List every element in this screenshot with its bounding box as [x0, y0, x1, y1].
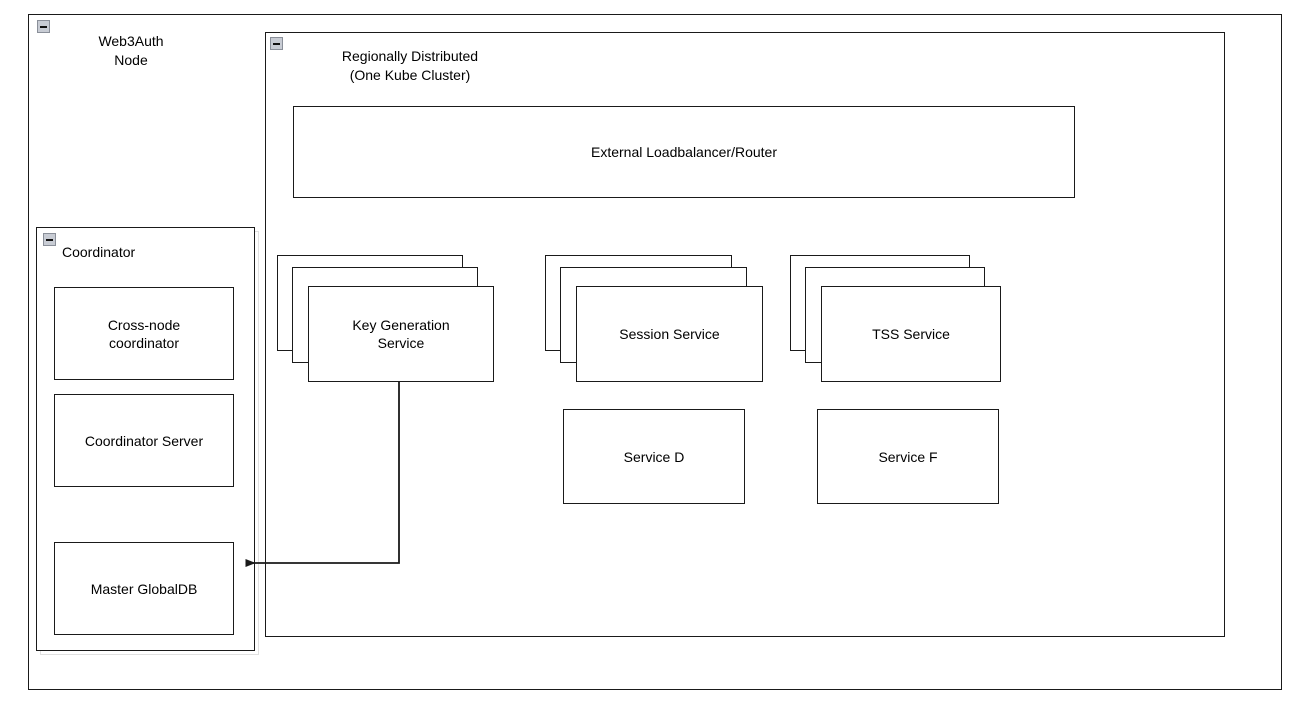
- key-generation-service-box[interactable]: Key Generation Service: [308, 286, 494, 382]
- service-d-box[interactable]: Service D: [563, 409, 745, 504]
- key-generation-service-stack[interactable]: Key Generation Service: [277, 255, 494, 382]
- service-f-label: Service F: [878, 448, 938, 465]
- coordinator-server-label: Coordinator Server: [84, 432, 204, 449]
- external-loadbalancer-router-box[interactable]: External Loadbalancer/Router: [293, 106, 1075, 198]
- coordinator-title: Coordinator: [62, 244, 136, 260]
- cross-node-coordinator-label: Cross-node coordinator: [107, 316, 181, 351]
- service-f-box[interactable]: Service F: [817, 409, 999, 504]
- collapse-minus-icon-regionally-distributed[interactable]: [270, 37, 283, 50]
- tss-service-stack[interactable]: TSS Service: [790, 255, 1001, 382]
- service-d-label: Service D: [623, 448, 685, 465]
- collapse-minus-icon-coordinator[interactable]: [43, 233, 56, 246]
- tss-service-box[interactable]: TSS Service: [821, 286, 1001, 382]
- master-globaldb-label: Master GlobalDB: [90, 580, 198, 597]
- collapse-minus-icon-web3auth-node[interactable]: [37, 20, 50, 33]
- key-generation-service-label: Key Generation Service: [352, 317, 450, 351]
- master-globaldb-box[interactable]: Master GlobalDB: [54, 542, 234, 635]
- cross-node-coordinator-box[interactable]: Cross-node coordinator: [54, 287, 234, 380]
- session-service-stack[interactable]: Session Service: [545, 255, 763, 382]
- session-service-box[interactable]: Session Service: [576, 286, 763, 382]
- coordinator-server-box[interactable]: Coordinator Server: [54, 394, 234, 487]
- regionally-distributed-title: Regionally Distributed (One Kube Cluster…: [341, 48, 479, 83]
- external-loadbalancer-router-label: External Loadbalancer/Router: [590, 144, 777, 160]
- tss-service-label: TSS Service: [872, 326, 950, 342]
- web3auth-node-title: Web3Auth Node: [98, 33, 164, 68]
- session-service-label: Session Service: [619, 326, 720, 342]
